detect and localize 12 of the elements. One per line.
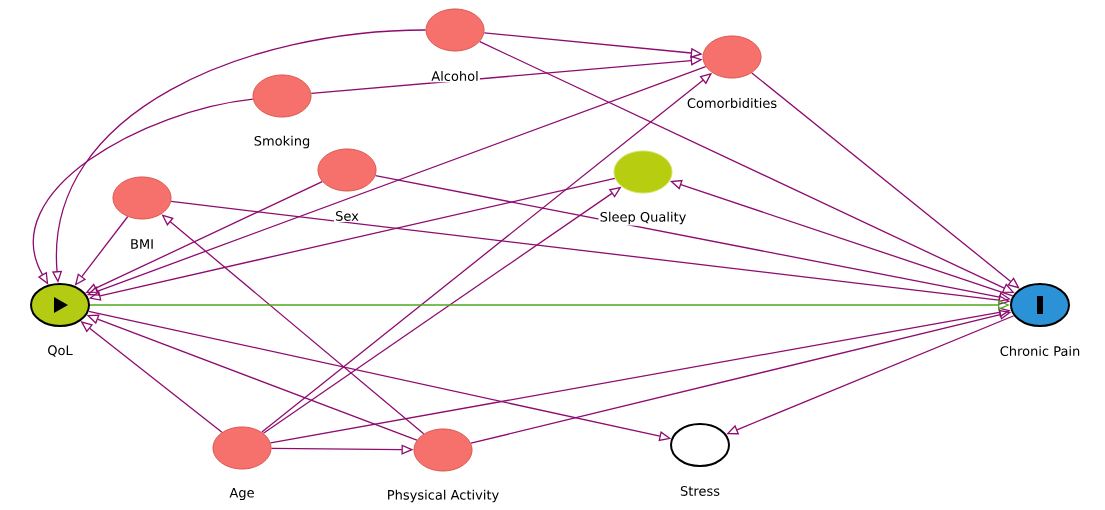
node-label: BMI [129,238,155,250]
node-label: Smoking [252,134,312,150]
node-label: Alcohol [430,69,480,82]
node-label: Age [228,486,256,502]
node-label: Sleep Quality [598,210,688,226]
node-label: Stress [679,485,721,497]
node-label: QoL [46,344,74,358]
node-label: Chronic Pain [998,344,1082,357]
node-label: Comorbidities [685,96,779,110]
arrow [751,72,1020,289]
node-label: Sex [334,210,360,222]
node-label: Phsysical Activity [385,488,501,504]
